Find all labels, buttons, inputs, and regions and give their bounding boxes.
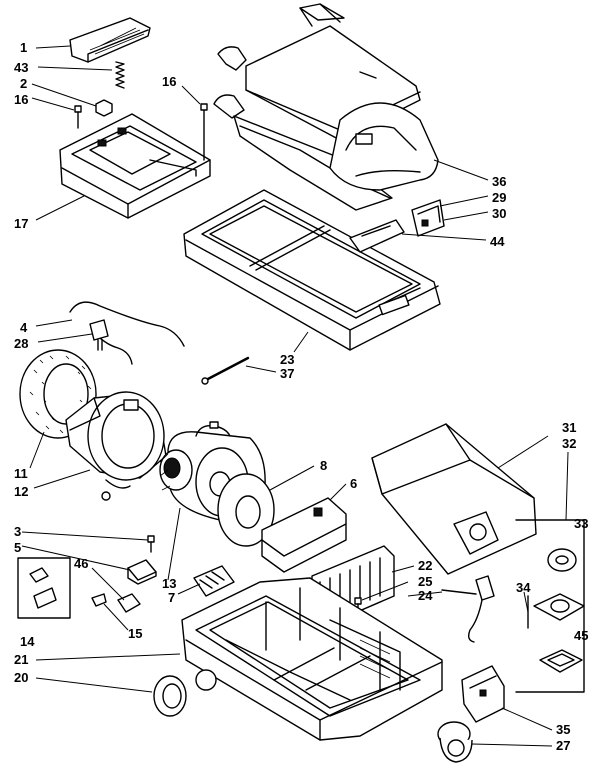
part-motor-cover bbox=[261, 497, 347, 573]
label-21: 21 bbox=[14, 652, 28, 667]
label-33: 33 bbox=[574, 516, 588, 531]
label-36: 36 bbox=[492, 174, 506, 189]
label-44: 44 bbox=[490, 234, 505, 249]
label-16-left: 16 bbox=[14, 92, 28, 107]
label-32: 32 bbox=[562, 436, 576, 451]
label-34: 34 bbox=[516, 580, 531, 595]
label-12: 12 bbox=[14, 484, 28, 499]
label-20: 20 bbox=[14, 670, 28, 685]
part-top-housing bbox=[59, 103, 211, 219]
label-45: 45 bbox=[574, 628, 588, 643]
part-frame-clip bbox=[349, 219, 405, 253]
part-group-box bbox=[515, 519, 585, 693]
part-bracket-7 bbox=[193, 565, 235, 597]
part-screw-3 bbox=[147, 535, 155, 553]
part-block-5 bbox=[127, 559, 157, 585]
label-29: 29 bbox=[492, 190, 506, 205]
label-24: 24 bbox=[418, 588, 433, 603]
part-rear-bracket bbox=[461, 665, 505, 723]
label-13: 13 bbox=[162, 576, 176, 591]
part-motor-housing bbox=[65, 391, 167, 501]
part-latch bbox=[411, 199, 445, 237]
label-8: 8 bbox=[320, 458, 327, 473]
label-16-right: 16 bbox=[162, 74, 176, 89]
label-3: 3 bbox=[14, 524, 21, 539]
label-15: 15 bbox=[128, 626, 142, 641]
part-spring bbox=[115, 61, 125, 89]
part-hood-cover bbox=[213, 3, 439, 211]
part-long-screw bbox=[201, 356, 250, 385]
label-37: 37 bbox=[280, 366, 294, 381]
part-release-button bbox=[95, 99, 113, 117]
label-4: 4 bbox=[20, 320, 28, 335]
label-6: 6 bbox=[350, 476, 357, 491]
leader-lines bbox=[21, 45, 569, 747]
part-clip-15 bbox=[91, 593, 141, 613]
part-handle-grip bbox=[69, 17, 151, 63]
label-28: 28 bbox=[14, 336, 28, 351]
label-7: 7 bbox=[168, 590, 175, 605]
label-31: 31 bbox=[562, 420, 576, 435]
label-30: 30 bbox=[492, 206, 506, 221]
part-caster bbox=[437, 721, 473, 763]
part-switch bbox=[441, 575, 495, 643]
part-base-body bbox=[181, 577, 443, 741]
label-11: 11 bbox=[14, 466, 28, 481]
part-filter-ring bbox=[217, 473, 275, 547]
label-5: 5 bbox=[14, 540, 21, 555]
label-43: 43 bbox=[14, 60, 28, 75]
part-screw-left bbox=[74, 105, 82, 129]
callout-labels: 1 43 2 16 16 17 36 29 30 44 4 28 23 37 1… bbox=[14, 40, 588, 753]
label-17: 17 bbox=[14, 216, 28, 231]
part-dust-bag bbox=[371, 423, 537, 575]
label-25: 25 bbox=[418, 574, 432, 589]
part-group-14 bbox=[17, 557, 71, 619]
label-22: 22 bbox=[418, 558, 432, 573]
part-bag-frame bbox=[183, 189, 441, 351]
label-35: 35 bbox=[556, 722, 570, 737]
label-14: 14 bbox=[20, 634, 35, 649]
label-46: 46 bbox=[74, 556, 88, 571]
part-power-cord bbox=[69, 301, 185, 365]
part-wheel bbox=[153, 669, 217, 717]
label-2: 2 bbox=[20, 76, 27, 91]
label-23: 23 bbox=[280, 352, 294, 367]
label-1: 1 bbox=[20, 40, 27, 55]
label-27: 27 bbox=[556, 738, 570, 753]
